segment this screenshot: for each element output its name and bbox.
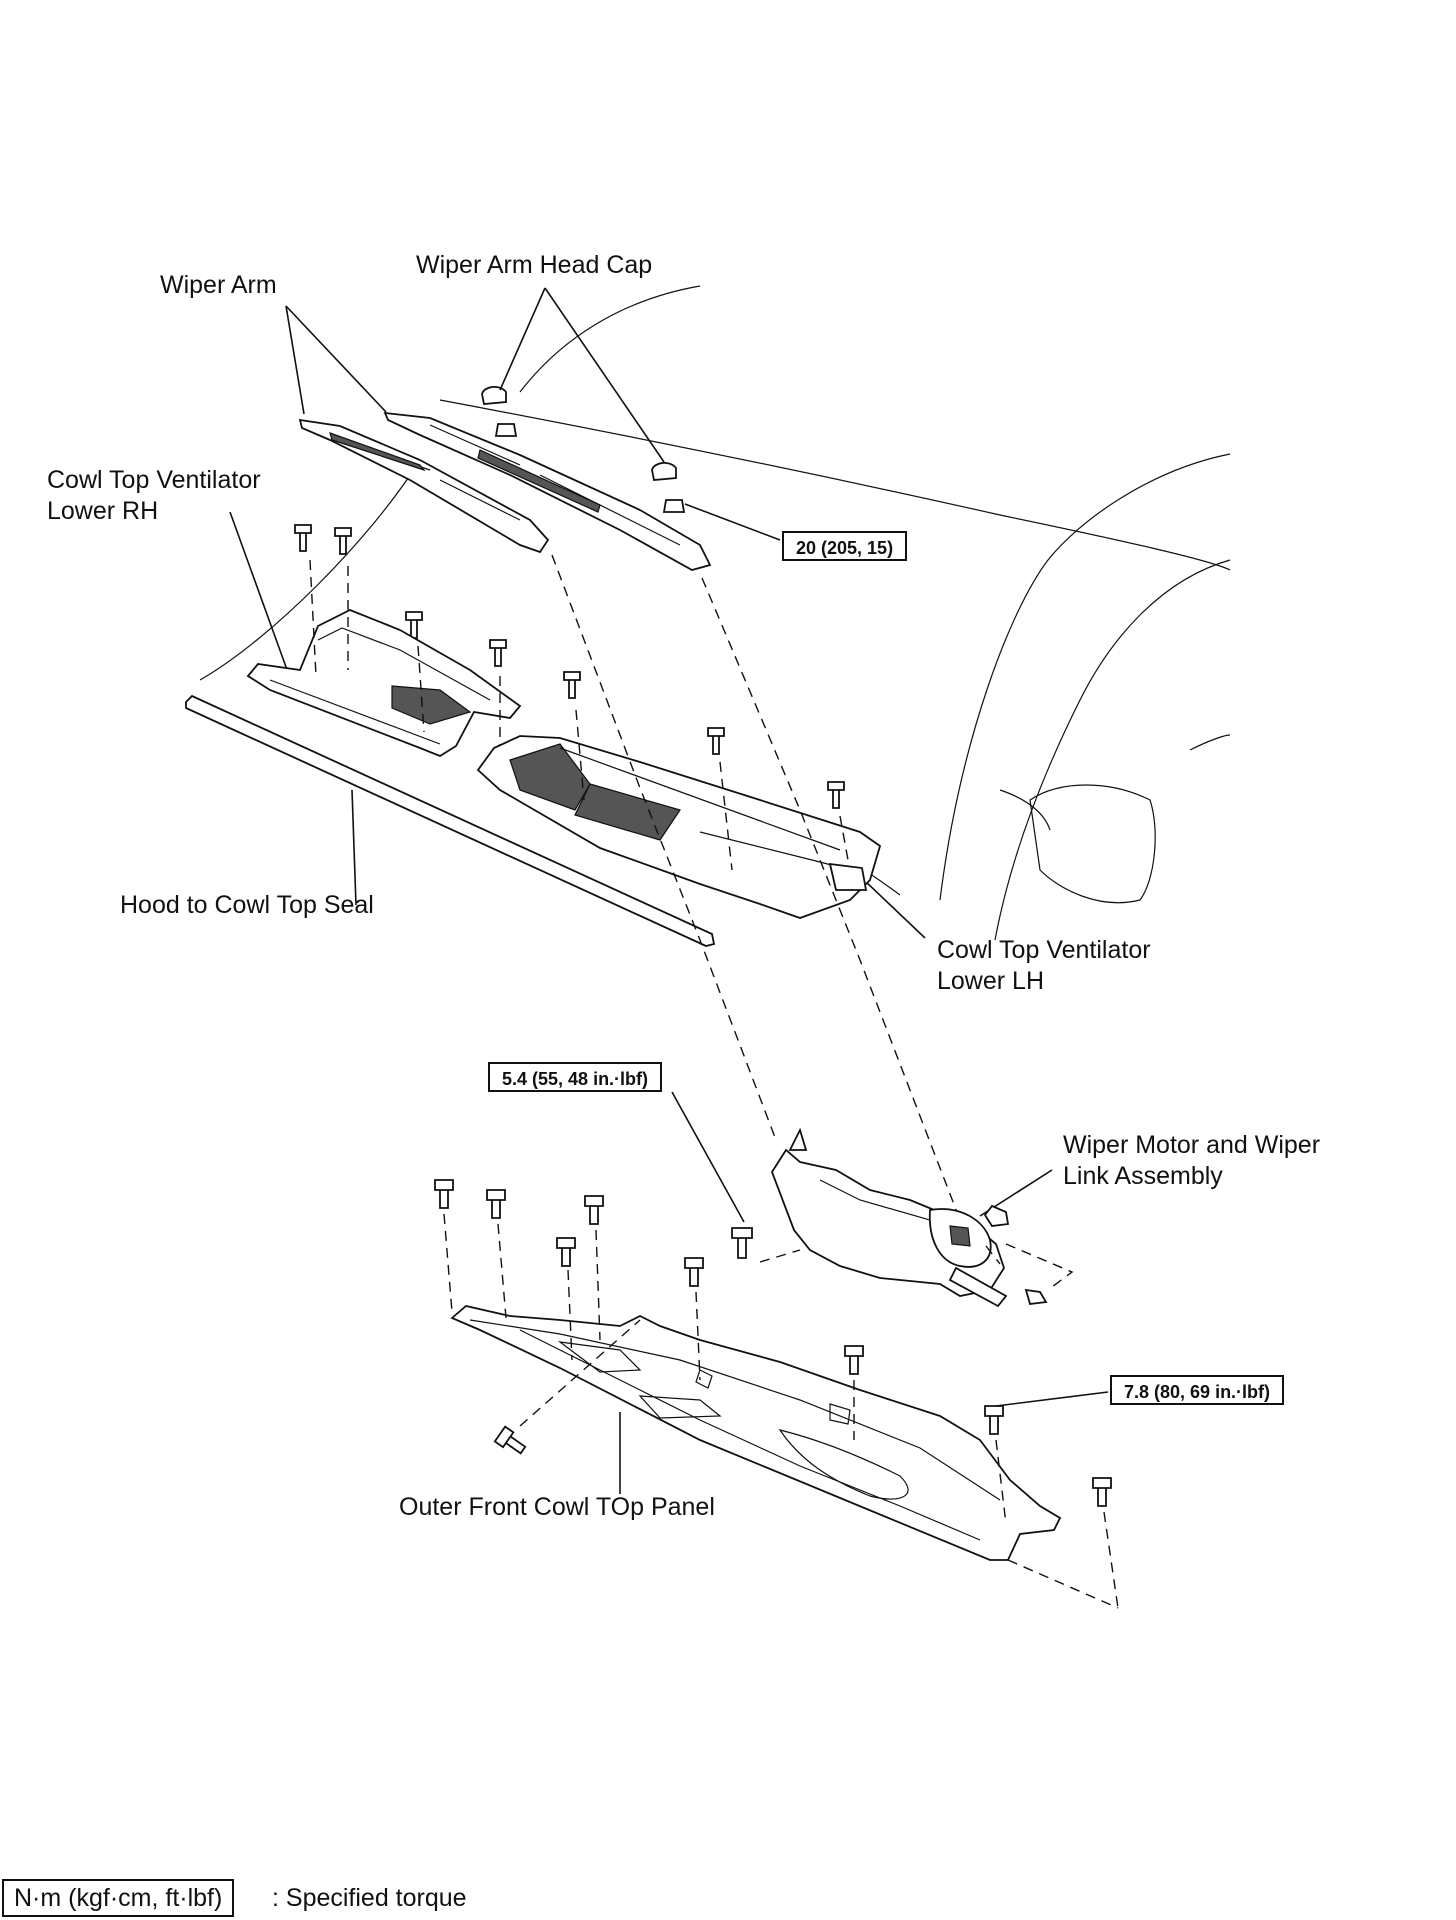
label-wiper-motor-link: Wiper Motor and Wiper Link Assembly [1063, 1130, 1320, 1192]
torque-motor-bolt: 5.4 (55, 48 in.·lbf) [488, 1062, 663, 1092]
alignment-dashes-bottom [443, 1213, 1119, 1609]
label-cowl-rh-line2: Lower RH [47, 497, 159, 525]
cowl-ventilator-rh [246, 609, 522, 758]
panel-bolts [434, 1179, 1112, 1507]
label-motor-line1: Wiper Motor and Wiper [1063, 1131, 1321, 1159]
label-wiper-arm-head-cap: Wiper Arm Head Cap [416, 251, 653, 279]
label-cowl-lh-line1: Cowl Top Ventilator [937, 936, 1151, 964]
legend-specified-torque: : Specified torque [272, 1884, 467, 1912]
alignment-dashes-top [309, 554, 961, 1221]
wiper-motor-link-assembly [759, 1127, 1074, 1308]
motor-mount-bolt [731, 1227, 753, 1259]
ventilator-screws [294, 524, 845, 809]
label-cowl-lh-line2: Lower LH [937, 967, 1044, 995]
label-wiper-arm: Wiper Arm [160, 271, 277, 299]
legend-torque-unit-box: N·m (kgf·cm, ft·lbf) [2, 1879, 235, 1917]
torque-wiper-arm-nut: 20 (205, 15) [782, 531, 908, 561]
wiper-arms [298, 411, 712, 571]
label-cowl-ventilator-rh: Cowl Top Ventilator Lower RH [47, 465, 261, 527]
label-cowl-rh-line1: Cowl Top Ventilator [47, 466, 261, 494]
leader-lines [229, 287, 1109, 1494]
head-caps-and-nuts [481, 386, 686, 513]
torque-panel-bolt: 7.8 (80, 69 in.·lbf) [1110, 1375, 1285, 1405]
vehicle-body-outline [199, 285, 1231, 941]
label-outer-front-cowl-panel: Outer Front Cowl TOp Panel [399, 1493, 715, 1521]
label-cowl-ventilator-lh: Cowl Top Ventilator Lower LH [937, 935, 1151, 997]
label-motor-line2: Link Assembly [1063, 1162, 1223, 1190]
cowl-ventilator-lh [476, 735, 882, 919]
hood-to-cowl-seal [185, 694, 716, 947]
label-hood-to-cowl-seal: Hood to Cowl Top Seal [120, 891, 374, 919]
